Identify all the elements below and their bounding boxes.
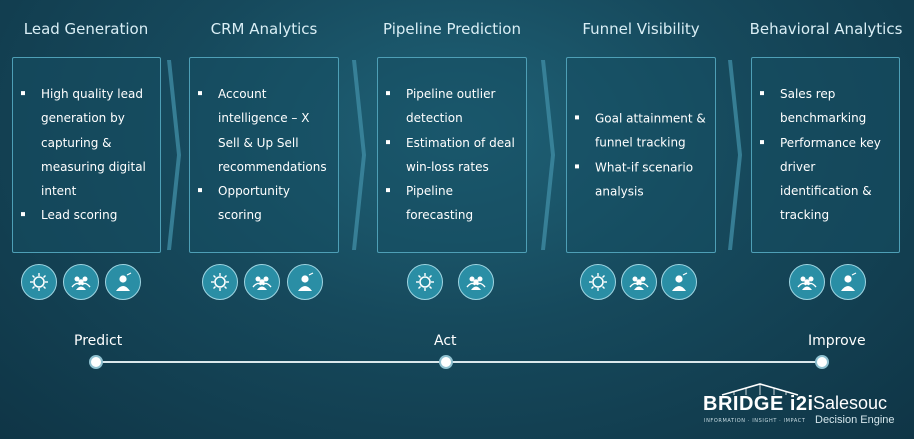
bullet-item: High quality lead generation by capturin…	[13, 82, 160, 203]
stage-box-funnel-visibility: Goal attainment & funnel tracking What-i…	[566, 57, 716, 253]
bridge-tagline: INFORMATION · INSIGHT · IMPACT	[704, 418, 806, 424]
person-icon	[661, 264, 697, 300]
timeline-dot-act	[439, 355, 453, 369]
person-icon	[287, 264, 323, 300]
team-icon	[244, 264, 280, 300]
chevron-right-icon	[352, 60, 366, 250]
timeline-line	[96, 361, 820, 363]
timeline-label-improve: Improve	[808, 333, 866, 349]
stage-box-behavioral-analytics: Sales rep benchmarking Performance key d…	[751, 57, 900, 253]
timeline-label-act: Act	[434, 333, 457, 349]
bullet-item: Performance key driver identification & …	[752, 131, 899, 228]
chevron-right-icon	[167, 60, 181, 250]
brain-icon	[21, 264, 57, 300]
stage-box-lead-generation: High quality lead generation by capturin…	[12, 57, 161, 253]
bullet-item: Opportunity scoring	[190, 179, 338, 228]
team-icon	[789, 264, 825, 300]
stage-box-crm-analytics: Account intelligence – X Sell & Up Sell …	[189, 57, 339, 253]
bullet-item: Goal attainment & funnel tracking	[567, 106, 715, 155]
stage-title-crm-analytics: CRM Analytics	[210, 20, 318, 38]
timeline-label-predict: Predict	[74, 333, 123, 349]
brain-icon	[202, 264, 238, 300]
stage-title-funnel-visibility: Funnel Visibility	[582, 20, 700, 38]
bridge-roof-icon	[721, 383, 799, 396]
salesouc-logo: Salesouc	[813, 393, 888, 413]
decision-engine-label: Decision Engine	[815, 414, 895, 426]
stage-title-lead-generation: Lead Generation	[23, 20, 149, 38]
team-icon	[63, 264, 99, 300]
brain-icon	[580, 264, 616, 300]
chevron-right-icon	[728, 60, 742, 250]
bullet-item: Account intelligence – X Sell & Up Sell …	[190, 82, 338, 179]
stage-box-pipeline-prediction: Pipeline outlier detection Estimation of…	[377, 57, 527, 253]
bullet-item: Pipeline forecasting	[378, 179, 526, 228]
person-icon	[830, 264, 866, 300]
team-icon	[458, 264, 494, 300]
team-icon	[621, 264, 657, 300]
bullet-item: Estimation of deal win-loss rates	[378, 131, 526, 180]
bullet-item: Sales rep benchmarking	[752, 82, 899, 131]
chevron-right-icon	[541, 60, 555, 250]
bullet-item: Pipeline outlier detection	[378, 82, 526, 131]
bridge-i2i-logo: BRIDGE i2i	[703, 393, 814, 415]
stage-title-behavioral-analytics: Behavioral Analytics	[749, 20, 903, 38]
brain-icon	[407, 264, 443, 300]
bullet-item: Lead scoring	[13, 204, 160, 228]
timeline-dot-improve	[815, 355, 829, 369]
timeline-dot-predict	[89, 355, 103, 369]
stage-title-pipeline-prediction: Pipeline Prediction	[383, 20, 521, 38]
person-icon	[105, 264, 141, 300]
bullet-item: What-if scenario analysis	[567, 155, 715, 204]
